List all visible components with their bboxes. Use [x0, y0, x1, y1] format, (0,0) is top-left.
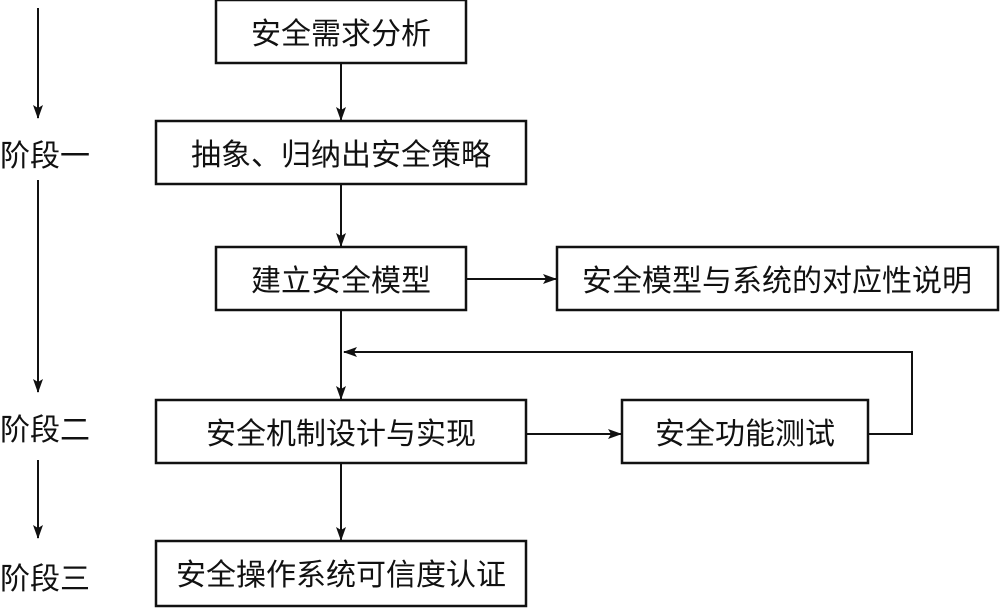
box-certification-label: 安全操作系统可信度认证 [176, 558, 506, 593]
box-correspondence [555, 245, 1000, 312]
box-mechanism-label: 安全机制设计与实现 [206, 417, 476, 452]
stage-label-three: 阶段三 [0, 562, 90, 597]
stage-label-two: 阶段二 [0, 413, 90, 448]
arrow-testing-feedback-loop [343, 347, 913, 435]
stage-label-one: 阶段一 [0, 139, 90, 174]
box-certification [154, 539, 528, 608]
box-model-label: 建立安全模型 [251, 264, 431, 299]
box-policy-label: 抽象、归纳出安全策略 [191, 138, 491, 173]
box-requirements-label: 安全需求分析 [251, 17, 431, 52]
box-testing-label: 安全功能测试 [655, 417, 835, 452]
box-model [214, 245, 468, 312]
box-testing [620, 398, 870, 465]
box-mechanism [154, 398, 528, 465]
box-requirements [214, 0, 468, 65]
box-correspondence-label: 安全模型与系统的对应性说明 [582, 264, 972, 299]
